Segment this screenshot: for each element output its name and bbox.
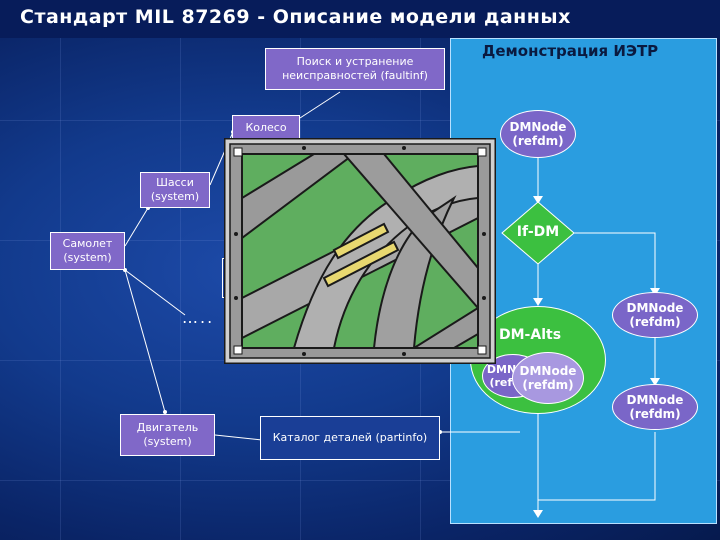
arrow-head: [533, 510, 543, 518]
connector-dot: [163, 410, 167, 414]
demo-panel-title: Демонстрация ИЭТР: [482, 42, 659, 60]
ifdm-diamond[interactable]: [501, 201, 575, 265]
connector: [124, 269, 186, 316]
arrow-head: [533, 298, 543, 306]
arrow-head: [533, 196, 543, 204]
dmnode-right-2[interactable]: DMNode (refdm): [612, 384, 698, 430]
dmnode-inner-front[interactable]: DMNode (refdm): [512, 352, 584, 404]
connector: [572, 232, 656, 292]
grid-line: [0, 480, 720, 481]
arrow-head: [650, 378, 660, 386]
dmnode-right-1[interactable]: DMNode (refdm): [612, 292, 698, 338]
engine-node[interactable]: Двигатель (system): [120, 414, 215, 456]
ellipsis: …..: [182, 308, 215, 327]
dmalts-label: DM-Alts: [499, 327, 562, 343]
grid-line: [0, 120, 720, 121]
wheel-node[interactable]: Колесо: [232, 115, 300, 141]
partinfo-node[interactable]: Каталог деталей (partinfo): [260, 416, 440, 460]
slide-title: Стандарт MIL 87269 - Описание модели дан…: [20, 6, 571, 28]
title-bar: Стандарт MIL 87269 - Описание модели дан…: [0, 0, 720, 38]
dmnode-top[interactable]: DMNode (refdm): [500, 110, 576, 158]
ifdm-label: If-DM: [516, 224, 560, 240]
connector: [214, 434, 263, 441]
road-interchange-clipart-icon: [224, 138, 496, 364]
grid-line: [180, 0, 181, 540]
aircraft-node[interactable]: Самолет (system): [50, 232, 125, 270]
connector: [537, 432, 656, 515]
connector: [124, 207, 149, 247]
connector: [299, 91, 341, 119]
chassis-node[interactable]: Шасси (system): [140, 172, 210, 208]
faultinf-node[interactable]: Поиск и устранение неисправностей (fault…: [265, 48, 445, 90]
grid-line: [60, 0, 61, 540]
connector: [124, 269, 166, 413]
